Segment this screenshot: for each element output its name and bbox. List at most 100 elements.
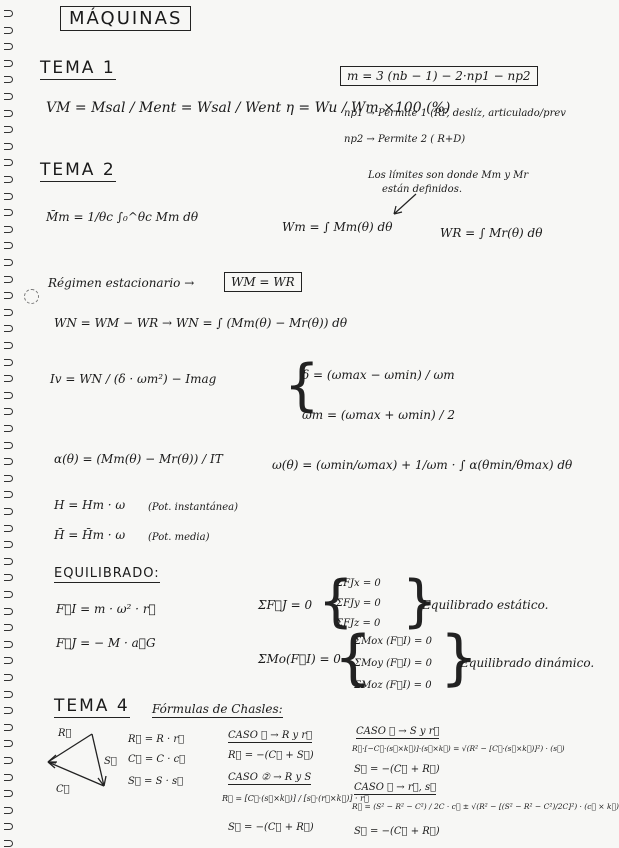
motor-work-formula: Wm = ∫ Mm(θ) dθ: [282, 220, 393, 234]
sum-fy: ΣFJy = 0: [336, 598, 381, 609]
spiral-hole: [4, 192, 13, 200]
caso4-equation-s: S⃗ = −(C⃗ + R⃗): [354, 826, 440, 837]
spiral-binding: [0, 0, 22, 848]
mean-power-note: (Pot. media): [148, 532, 210, 543]
vector-triangle-diagram: [47, 733, 107, 787]
spiral-hole: [4, 806, 13, 814]
spiral-hole: [4, 524, 13, 532]
note-arrow: [393, 193, 417, 215]
page-title: MÁQUINAS: [60, 6, 192, 31]
vector-c-label: C⃗: [56, 784, 70, 795]
spiral-hole: [4, 292, 13, 300]
spiral-hole: [4, 557, 13, 565]
sum-moments-formula: ΣMo(F⃗I) = 0: [258, 652, 341, 666]
caso2-equation: R⃗ = [C⃗·(s⃗×k⃗)] / [s⃗·(r⃗×k⃗)] · r⃗: [222, 794, 369, 803]
mobility-formula: m = 3 (nb − 1) − 2·np1 − np2: [340, 66, 538, 86]
spiral-hole: [4, 408, 13, 416]
caso4-label: CASO ④ → r⃗, s⃗: [354, 782, 437, 795]
spiral-hole: [4, 159, 13, 167]
tema2-heading: TEMA 2: [40, 160, 116, 182]
spiral-hole: [4, 508, 13, 515]
spiral-hole: [4, 308, 13, 316]
spiral-hole: [4, 591, 13, 598]
rendimiento-formula: VM = Msal / Ment = Wsal / Went η = Wu / …: [46, 100, 451, 116]
sum-mox: ΣMox (F⃗I) = 0: [354, 636, 432, 647]
resistant-work-formula: WR = ∫ Mr(θ) dθ: [440, 226, 543, 240]
spiral-hole: [4, 690, 13, 698]
sum-moy: ΣMoy (F⃗I) = 0: [354, 658, 432, 669]
spiral-hole: [4, 773, 13, 781]
caso2-equation-s: S⃗ = −(C⃗ + R⃗): [228, 822, 314, 833]
spiral-hole: [4, 242, 13, 250]
spiral-hole: [4, 624, 13, 632]
spiral-hole: [4, 474, 13, 482]
mean-speed-formula: ωm = (ωmax + ωmin) / 2: [302, 408, 456, 422]
angular-speed-formula: ω(θ) = (ωmin/ωmax) + 1/ωm · ∫ α(θmin/θma…: [272, 458, 573, 472]
spiral-hole: [4, 541, 13, 549]
spiral-hole: [4, 740, 13, 748]
spiral-hole: [4, 574, 13, 582]
caso1-label: CASO ① → R y r⃗: [228, 730, 313, 743]
spiral-hole: [4, 59, 13, 67]
limits-note-line1: Los límites son donde Mm y Mr: [368, 170, 529, 181]
spiral-hole: [4, 176, 13, 183]
spiral-hole: [4, 441, 13, 449]
caso1-equation: R⃗ = −(C⃗ + S⃗): [228, 750, 314, 761]
s-definition: S⃗ = S · s⃗: [128, 776, 184, 787]
tema1-heading: TEMA 1: [40, 58, 116, 80]
spiral-hole: [4, 757, 13, 764]
np1-definition: np1 → Permite 1 (RP, deslíz, articulado/…: [344, 108, 566, 119]
spiral-hole: [4, 375, 13, 383]
sum-forces-formula: ΣF⃗J = 0: [258, 598, 313, 612]
caso3-label: CASO ③ → S y r⃗: [356, 726, 440, 739]
caso4-equation: R⃗ = (S² − R² − C²) / 2C · c⃗ ± √(R² − […: [352, 802, 619, 811]
spiral-hole: [4, 607, 13, 615]
caso3-equation-s: S⃗ = −(C⃗ + R⃗): [354, 764, 440, 775]
flywheel-inertia-formula: Iv = WN / (δ · ωm²) − Imag: [50, 372, 217, 386]
punch-hole-mark: [24, 289, 39, 304]
spiral-hole: [4, 26, 13, 34]
spiral-hole: [4, 458, 13, 466]
dynamic-balance-label: Equilibrado dinámico.: [460, 656, 595, 670]
mean-power-formula: H̄ = H̄m · ω: [54, 528, 126, 542]
c-definition: C⃗ = C · c⃗: [128, 754, 186, 765]
spiral-hole: [4, 109, 13, 117]
spiral-hole: [4, 275, 13, 283]
spiral-hole: [4, 840, 13, 847]
r-definition: R⃗ = R · r⃗: [128, 734, 185, 745]
spiral-hole: [4, 342, 13, 349]
moments-brace: {: [334, 623, 373, 693]
delta-brace: {: [284, 353, 320, 418]
spiral-hole: [4, 209, 13, 217]
spiral-hole: [4, 391, 13, 399]
moments-brace-close: }: [440, 623, 479, 693]
sum-fz: ΣFJz = 0: [336, 618, 381, 629]
instant-power-formula: H = Hm · ω: [54, 498, 126, 512]
spiral-hole: [4, 43, 13, 51]
spiral-hole: [4, 823, 13, 831]
caso2-label: CASO ② → R y S: [228, 772, 312, 785]
regimen-label: Régimen estacionario →: [48, 276, 195, 290]
sum-fx: ΣFJx = 0: [336, 578, 381, 589]
spiral-hole: [4, 142, 13, 150]
caso3-equation: R⃗·[−C⃗·(s⃗×k⃗)]·(s⃗×k⃗) = √(R² − [C⃗·(s…: [352, 744, 565, 753]
chasles-subtitle: Fórmulas de Chasles:: [152, 702, 283, 718]
spiral-hole: [4, 126, 13, 134]
spiral-hole: [4, 325, 13, 333]
spiral-hole: [4, 707, 13, 715]
equilibrado-heading: EQUILIBRADO:: [54, 566, 160, 583]
spiral-hole: [4, 657, 13, 665]
regimen-equation: WM = WR: [224, 272, 302, 292]
net-work-formula: WN = WM − WR → WN = ∫ (Mm(θ) − Mr(θ)) dθ: [54, 316, 348, 330]
spiral-hole: [4, 358, 13, 366]
tema4-heading: TEMA 4: [54, 696, 130, 718]
spiral-hole: [4, 10, 13, 17]
irregularity-formula: δ = (ωmax − ωmin) / ωm: [302, 368, 455, 382]
spiral-hole: [4, 723, 13, 731]
forces-brace-close: }: [402, 569, 438, 634]
sum-moz: ΣMoz (F⃗I) = 0: [354, 680, 432, 691]
spiral-hole: [4, 674, 13, 681]
inertia-force-cm-formula: F⃗J = − M · a⃗G: [56, 636, 156, 650]
angular-acceleration-formula: α(θ) = (Mm(θ) − Mr(θ)) / IT: [54, 452, 223, 466]
